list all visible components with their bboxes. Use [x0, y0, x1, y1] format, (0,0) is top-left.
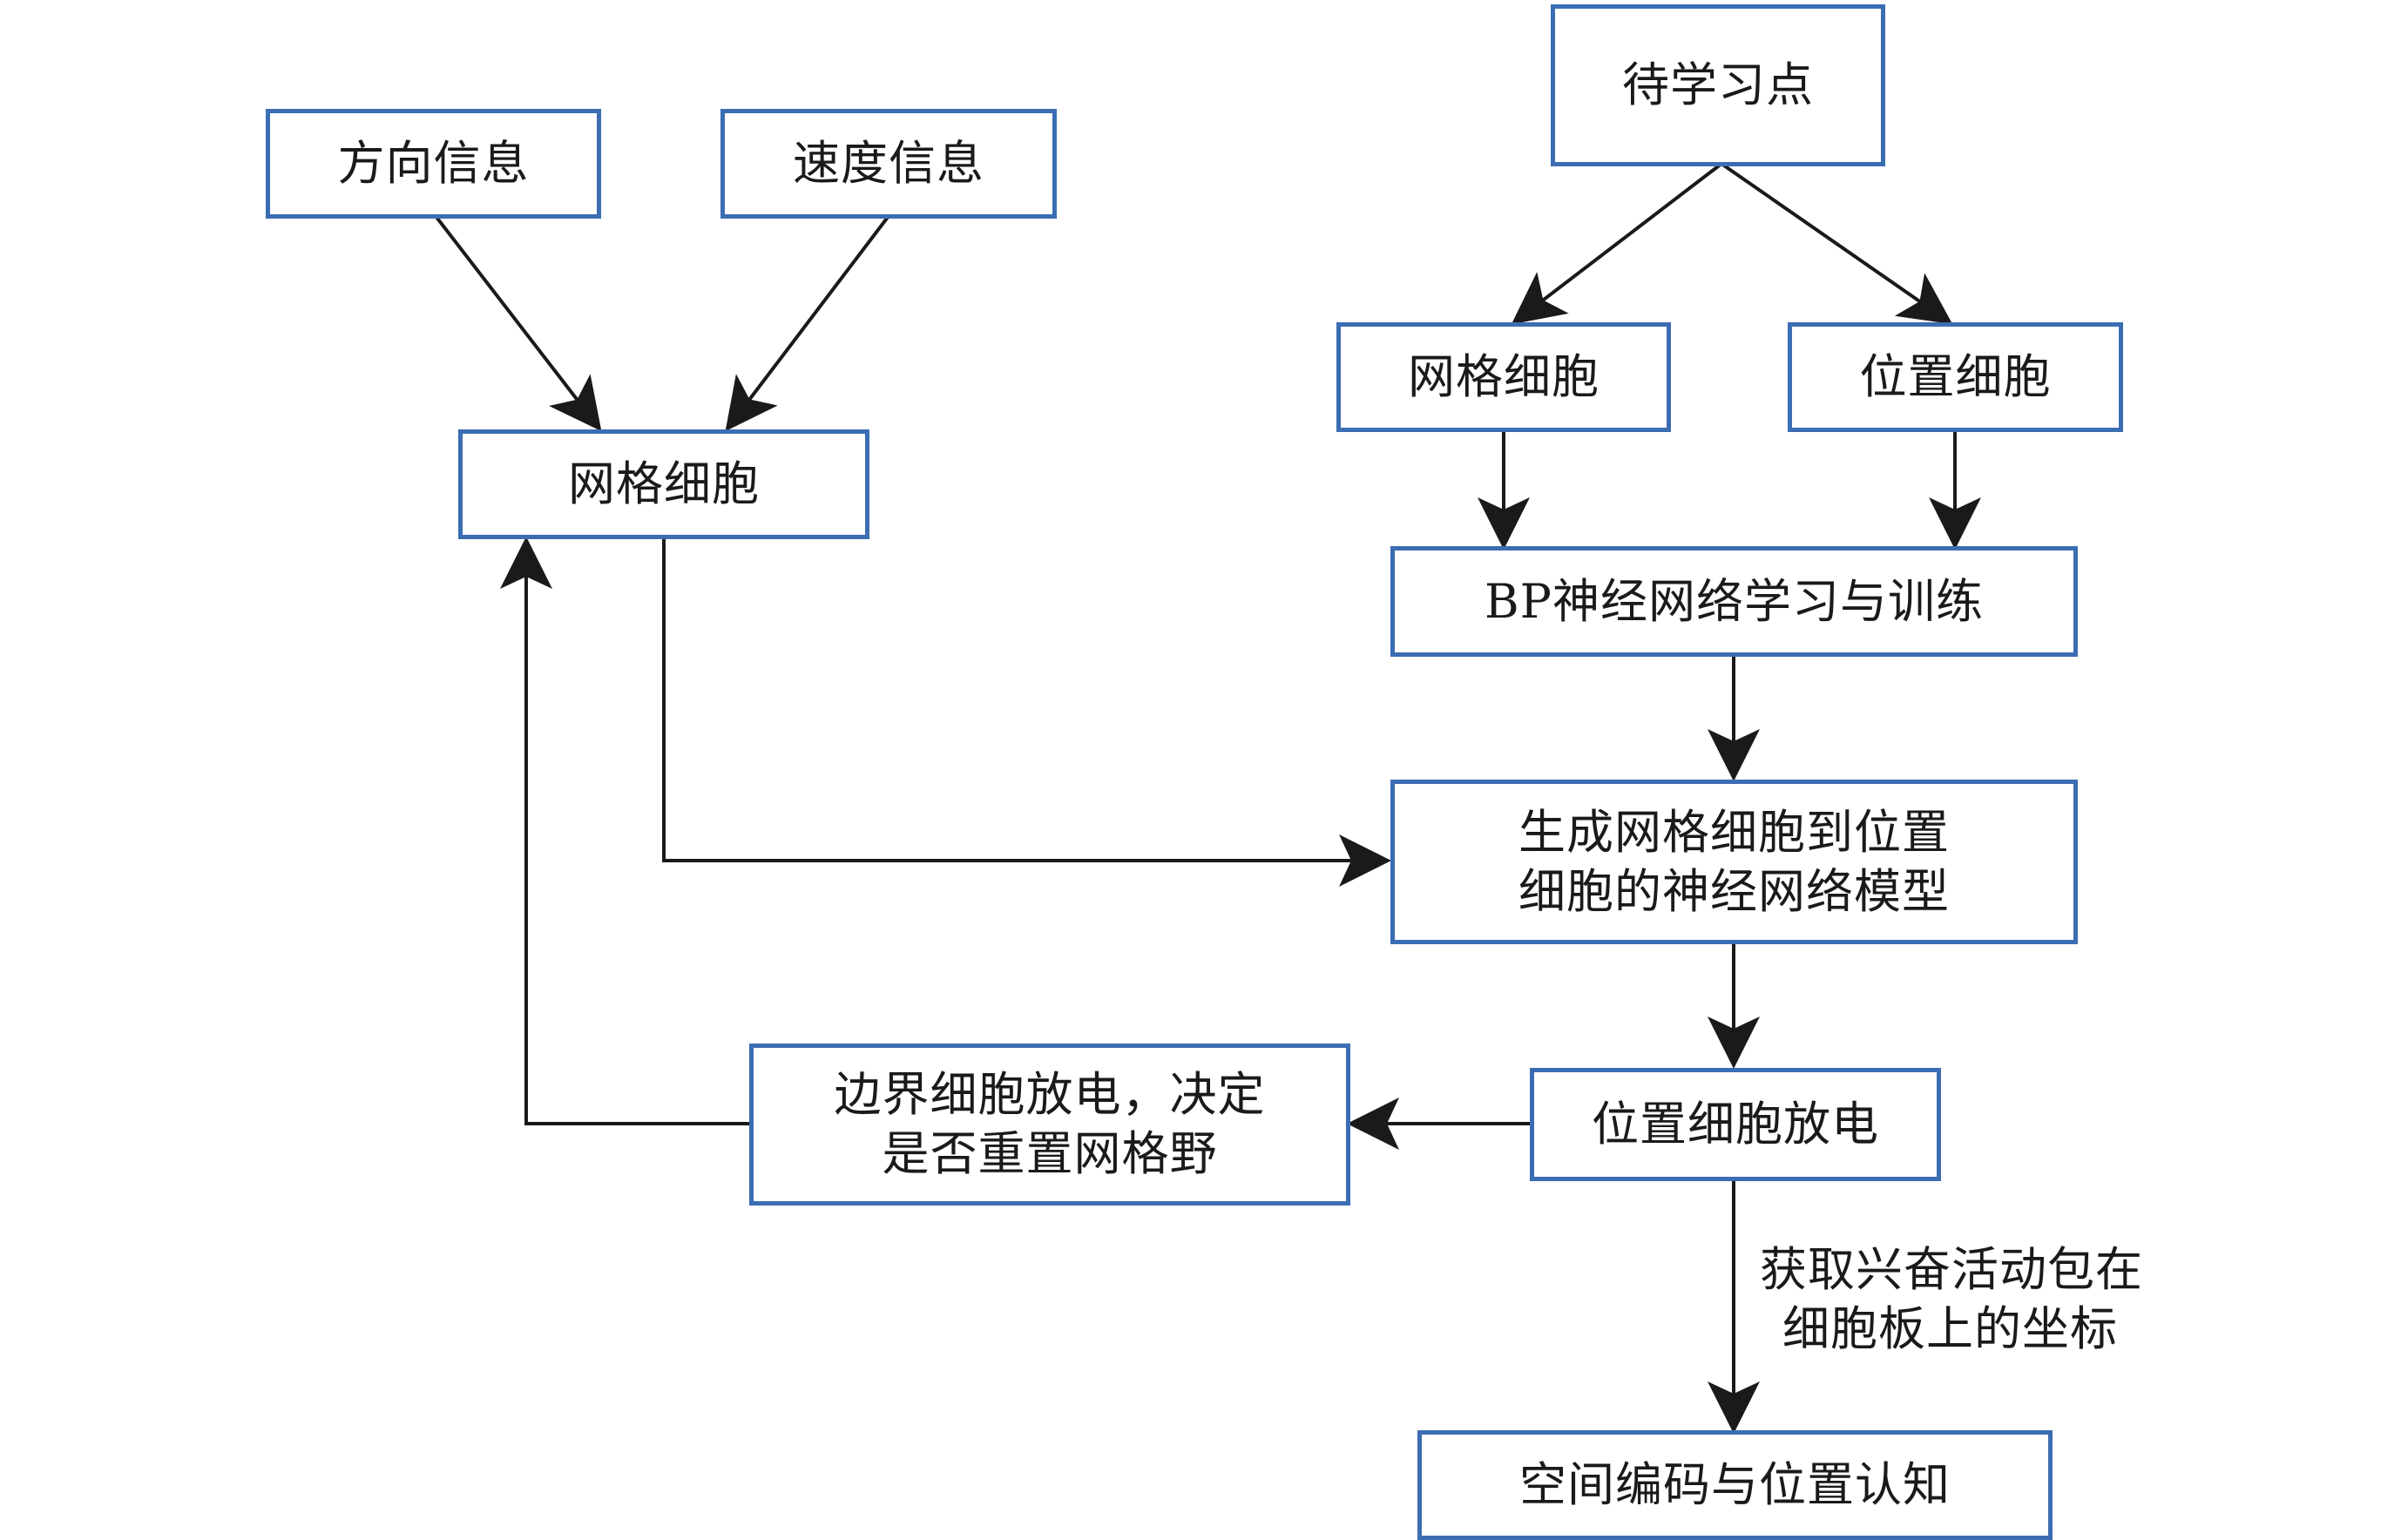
arrow-learningpoint-to-gridcell [1511, 162, 1723, 325]
node-boundary-cell-firing: 边界细胞放电，决定 是否重置网格野 [749, 1044, 1350, 1206]
node-place-cell-firing-label: 位置细胞放电 [1592, 1097, 1879, 1152]
node-bp-training-label: BP神经网络学习与训练 [1484, 573, 1985, 629]
node-spatial-coding-label: 空间编码与位置认知 [1519, 1457, 1951, 1512]
node-place-cell: 位置细胞 [1788, 322, 2123, 432]
node-learning-point-label: 待学习点 [1622, 57, 1814, 112]
node-model-label-line1: 生成网格细胞到位置 [1518, 804, 1950, 860]
arrow-speed-to-gridcell [725, 214, 890, 432]
node-speed-info: 速度信息 [720, 109, 1057, 219]
node-bp-training: BP神经网络学习与训练 [1390, 546, 2078, 657]
arrow-learningpoint-to-placecell [1720, 162, 1953, 325]
edge-label-coordinates: 获取兴奋活动包在 细胞板上的坐标 [1760, 1240, 2143, 1359]
node-direction-info: 方向信息 [266, 109, 601, 219]
node-model-label-line2: 细胞的神经网络模型 [1518, 863, 1950, 919]
node-grid-cell-left-label: 网格细胞 [568, 456, 760, 511]
arrow-direction-to-gridcell [434, 214, 602, 432]
node-place-cell-firing: 位置细胞放电 [1530, 1068, 1941, 1181]
node-speed-info-label: 速度信息 [793, 136, 984, 191]
node-spatial-coding: 空间编码与位置认知 [1417, 1430, 2053, 1540]
node-model: 生成网格细胞到位置 细胞的神经网络模型 [1390, 780, 2078, 944]
edge-label-coordinates-line1: 获取兴奋活动包在 [1760, 1242, 2143, 1297]
node-boundary-label-line1: 边界细胞放电，决定 [834, 1067, 1266, 1122]
node-grid-cell-right-label: 网格细胞 [1408, 349, 1600, 404]
edge-label-coordinates-line2: 细胞板上的坐标 [1782, 1301, 2118, 1356]
arrow-gridcell-to-model [662, 537, 1391, 887]
node-boundary-label-line2: 是否重置网格野 [882, 1126, 1218, 1181]
node-place-cell-label: 位置细胞 [1859, 349, 2052, 404]
arrow-boundary-to-gridcell [500, 537, 749, 1125]
node-direction-info-label: 方向信息 [337, 136, 530, 191]
node-grid-cell-left: 网格细胞 [458, 429, 869, 539]
node-grid-cell-right: 网格细胞 [1336, 322, 1671, 432]
node-learning-point: 待学习点 [1551, 4, 1885, 166]
